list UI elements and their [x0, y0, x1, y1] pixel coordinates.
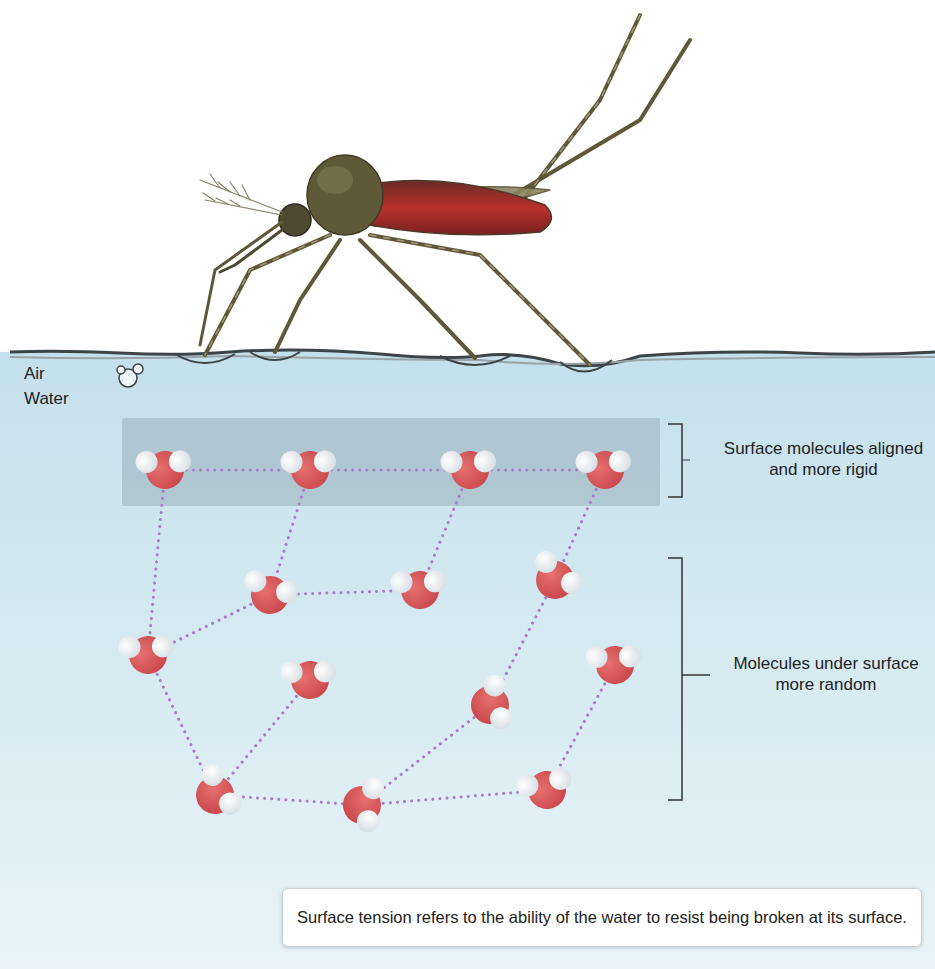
- water-molecule: [114, 615, 182, 683]
- water-molecule: [581, 625, 649, 693]
- caption-text: Surface tension refers to the ability of…: [297, 908, 907, 927]
- hydrogen-bonds: [148, 470, 615, 805]
- water-body: [0, 350, 935, 969]
- water-molecule: [535, 551, 583, 599]
- water-molecule: [571, 430, 639, 498]
- leg-dimples: [175, 352, 612, 372]
- medium-label: Air: [24, 363, 45, 384]
- water-molecule: [190, 761, 252, 823]
- water-molecule: [276, 640, 344, 708]
- hydrogen-bond: [148, 470, 165, 655]
- mosquito: [200, 15, 690, 365]
- water-molecule: [512, 750, 580, 818]
- brackets: [668, 424, 710, 800]
- water-molecule: [131, 430, 199, 498]
- bracket-label: Molecules under surface more random: [730, 653, 922, 696]
- water-molecules: [114, 430, 649, 839]
- surface-band: [122, 418, 660, 506]
- hydrogen-bond: [420, 470, 470, 590]
- water-molecule: [386, 550, 454, 618]
- caption-box: Surface tension refers to the ability of…: [282, 888, 922, 947]
- water-molecule: [276, 430, 344, 498]
- bubbles: [117, 364, 143, 387]
- water-molecule: [336, 773, 402, 839]
- hydrogen-bond: [270, 470, 310, 595]
- water-molecule: [241, 558, 303, 620]
- hydrogen-bond: [215, 680, 310, 795]
- water-molecule: [436, 430, 504, 498]
- water-molecule: [462, 670, 530, 738]
- medium-label: Water: [24, 388, 69, 409]
- bracket-label: Surface molecules aligned and more rigid: [720, 438, 927, 481]
